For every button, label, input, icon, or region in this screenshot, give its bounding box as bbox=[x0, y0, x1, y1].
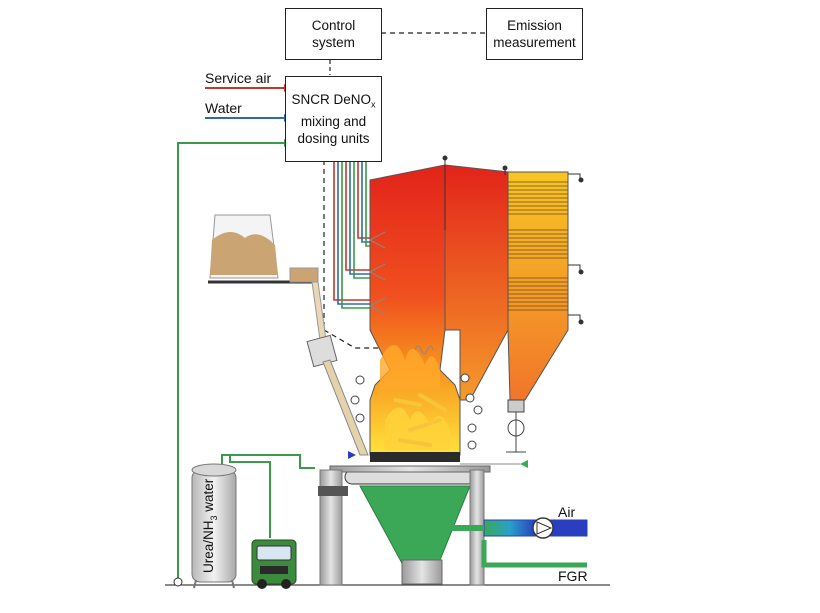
urea-supply-line bbox=[177, 142, 284, 580]
tank-label-pre: Urea/NH bbox=[201, 520, 217, 573]
fgr-duct bbox=[481, 540, 587, 568]
emission-line2: measurement bbox=[493, 35, 576, 50]
sncr-line3: dosing units bbox=[297, 131, 370, 147]
ash-discharge bbox=[401, 559, 443, 585]
control-system-line1: Control bbox=[311, 18, 356, 33]
ash-outlet bbox=[506, 399, 526, 453]
sncr-line1: SNCR DeNOx bbox=[291, 91, 375, 114]
truck-icon bbox=[251, 539, 297, 589]
truck-fill-line bbox=[229, 455, 271, 538]
air-ports bbox=[350, 373, 483, 450]
control-system-line2: system bbox=[312, 35, 355, 50]
fuel-bed bbox=[370, 452, 460, 462]
emission-line1: Emission bbox=[507, 18, 562, 33]
grate-frame bbox=[329, 465, 491, 473]
tube-headers bbox=[442, 155, 584, 325]
fan-arrow-icon bbox=[536, 521, 553, 535]
tank-top bbox=[191, 463, 237, 477]
injection-nozzles bbox=[369, 231, 434, 355]
sncr-line1-sub: x bbox=[371, 99, 376, 110]
support-left bbox=[319, 469, 343, 586]
tank-label: Urea/NH3 water bbox=[201, 466, 219, 586]
sncr-unit-box: SNCR DeNOx mixing and dosing units bbox=[285, 76, 382, 162]
air-fan-icon bbox=[532, 517, 554, 539]
tank-label-sub: 3 bbox=[208, 515, 219, 521]
fuel-feed-arrow bbox=[348, 451, 356, 459]
sncr-line1-main: SNCR DeNO bbox=[291, 91, 371, 107]
fuel-pile bbox=[210, 231, 278, 275]
fuel-drop bbox=[289, 267, 319, 283]
service-air-label: Service air bbox=[205, 70, 272, 86]
sncr-line2: mixing and bbox=[300, 114, 367, 130]
fgr-label: FGR bbox=[558, 568, 588, 584]
air-label: Air bbox=[558, 504, 576, 520]
tank-return-line bbox=[221, 454, 315, 469]
urea-pump-icon bbox=[173, 577, 183, 587]
water-label: Water bbox=[205, 100, 242, 116]
tank-legs bbox=[193, 579, 235, 589]
tank-label-post: water bbox=[201, 478, 217, 516]
flame-shapes bbox=[380, 345, 450, 450]
fuel-feeder bbox=[306, 334, 338, 368]
injection-lines bbox=[333, 160, 370, 309]
fuel-feed-pipe bbox=[322, 359, 369, 456]
tube-banks bbox=[508, 181, 568, 311]
control-system-box: Control system bbox=[285, 8, 382, 60]
fgr-inlet-arrow bbox=[520, 460, 528, 468]
grate-drive bbox=[318, 486, 348, 496]
second-pass bbox=[444, 164, 509, 401]
emission-measurement-box: Emission measurement bbox=[486, 8, 583, 60]
